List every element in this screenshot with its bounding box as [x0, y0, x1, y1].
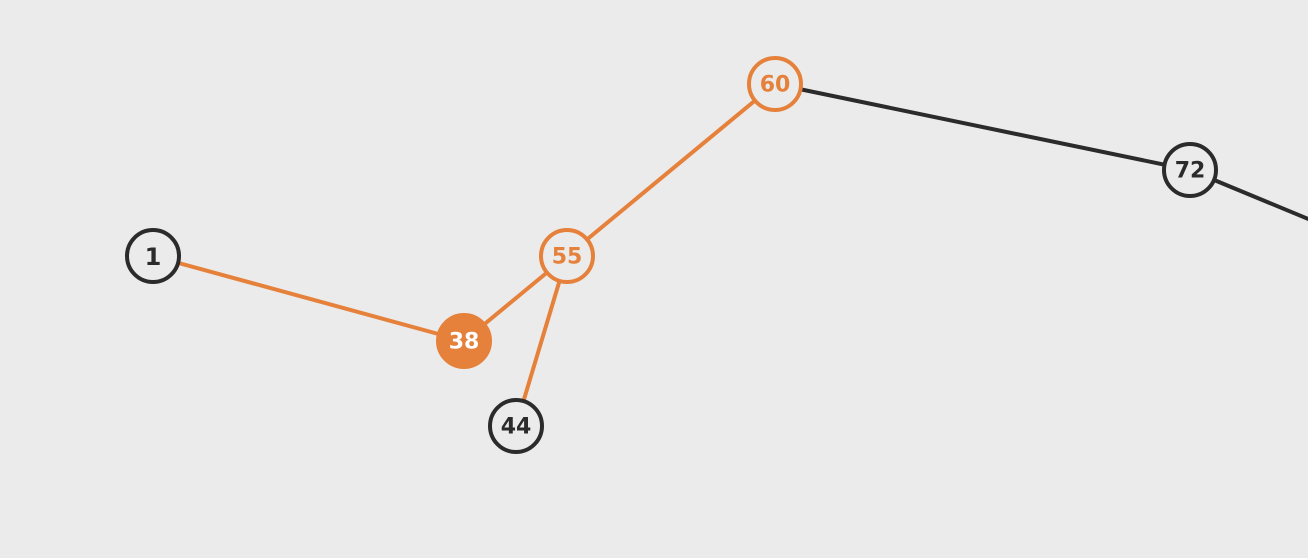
- node-circle: [436, 313, 492, 369]
- tree-node-72: 72: [1162, 142, 1218, 198]
- node-circle: [539, 228, 595, 284]
- node-circle: [125, 228, 181, 284]
- node-circle: [488, 398, 544, 454]
- edges-layer: [151, 82, 1308, 428]
- node-label: 38: [449, 330, 480, 355]
- node-label: 60: [760, 73, 791, 98]
- tree-node-44: 44: [488, 398, 544, 454]
- edge-n38-n1: [151, 254, 466, 343]
- nodes-layer: 60 72 55 38 44 1: [125, 56, 1218, 454]
- tree-node-38: 38: [436, 313, 492, 369]
- tree-node-1: 1: [125, 228, 181, 284]
- node-circle: [1162, 142, 1218, 198]
- node-label: 44: [501, 415, 532, 440]
- tree-node-60: 60: [747, 56, 803, 112]
- node-label: 1: [145, 243, 162, 271]
- node-label: 55: [552, 245, 583, 270]
- node-label: 72: [1175, 159, 1206, 184]
- node-circle: [747, 56, 803, 112]
- tree-node-55: 55: [539, 228, 595, 284]
- edge-n60-n72: [773, 82, 1192, 172]
- edge-n55-n44: [514, 254, 569, 428]
- edge-n60-n55: [565, 82, 777, 258]
